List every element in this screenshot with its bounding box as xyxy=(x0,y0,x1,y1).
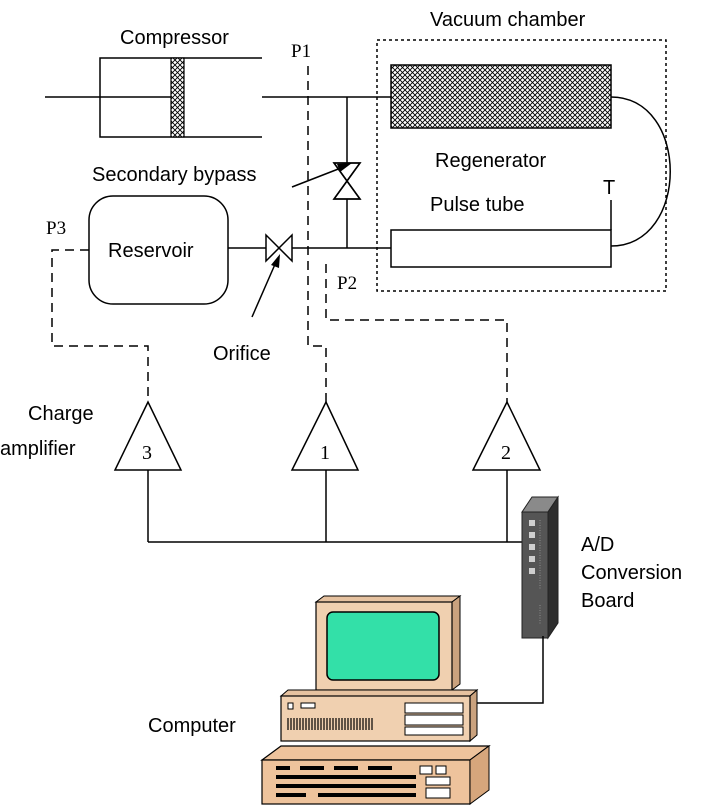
cold-end-tube xyxy=(610,96,671,247)
vacuum-chamber-label: Vacuum chamber xyxy=(430,9,586,31)
computer-screen xyxy=(326,611,440,681)
charge-amplifier-label-1: Charge xyxy=(28,403,94,425)
computer-monitor xyxy=(314,595,462,697)
amplifier-2-label: 2 xyxy=(501,442,511,464)
bypass-arrow-line xyxy=(291,165,347,188)
compressor-label: Compressor xyxy=(120,27,229,49)
ad-label-line2: Conversion xyxy=(581,562,682,584)
orifice-arrow-line xyxy=(251,261,277,318)
vacuum-chamber-box xyxy=(376,39,667,292)
orifice-label: Orifice xyxy=(213,343,271,365)
bypass-arrow-head xyxy=(337,163,352,172)
pulse-tube-label: Pulse tube xyxy=(430,194,525,216)
p2-label: P2 xyxy=(337,273,357,294)
amplifier-1-label: 1 xyxy=(320,442,330,464)
orifice-arrow-head xyxy=(271,254,280,268)
computer-keyboard xyxy=(260,745,491,805)
amplifier-3-label: 3 xyxy=(142,442,152,464)
p1-signal-line xyxy=(307,66,327,402)
bypass-valve-top-triangle xyxy=(332,162,362,183)
bypass-valve-bottom-triangle xyxy=(332,179,362,200)
temperature-label: T xyxy=(603,177,615,199)
ad-label-line1: A/D xyxy=(581,534,614,556)
charge-amplifier-label-2: amplifier xyxy=(0,438,76,460)
secondary-bypass-label: Secondary bypass xyxy=(92,164,257,186)
computer-label: Computer xyxy=(148,715,236,737)
pulse-tube xyxy=(390,229,612,268)
board-to-computer-cable xyxy=(469,636,544,704)
regenerator xyxy=(390,64,612,129)
compressor-piston xyxy=(170,57,185,138)
reservoir-label: Reservoir xyxy=(108,240,194,262)
p3-signal-line xyxy=(51,249,149,402)
amplifier-1 xyxy=(290,400,360,471)
p3-label: P3 xyxy=(46,218,66,239)
p2-signal-line xyxy=(325,264,508,402)
orifice-valve-left xyxy=(265,233,281,263)
computer-base xyxy=(279,688,479,743)
regenerator-label: Regenerator xyxy=(435,150,547,172)
ad-board xyxy=(521,495,559,640)
orifice-valve-right xyxy=(277,233,293,263)
ad-label-line3: Board xyxy=(581,590,634,612)
p1-label: P1 xyxy=(291,41,311,62)
